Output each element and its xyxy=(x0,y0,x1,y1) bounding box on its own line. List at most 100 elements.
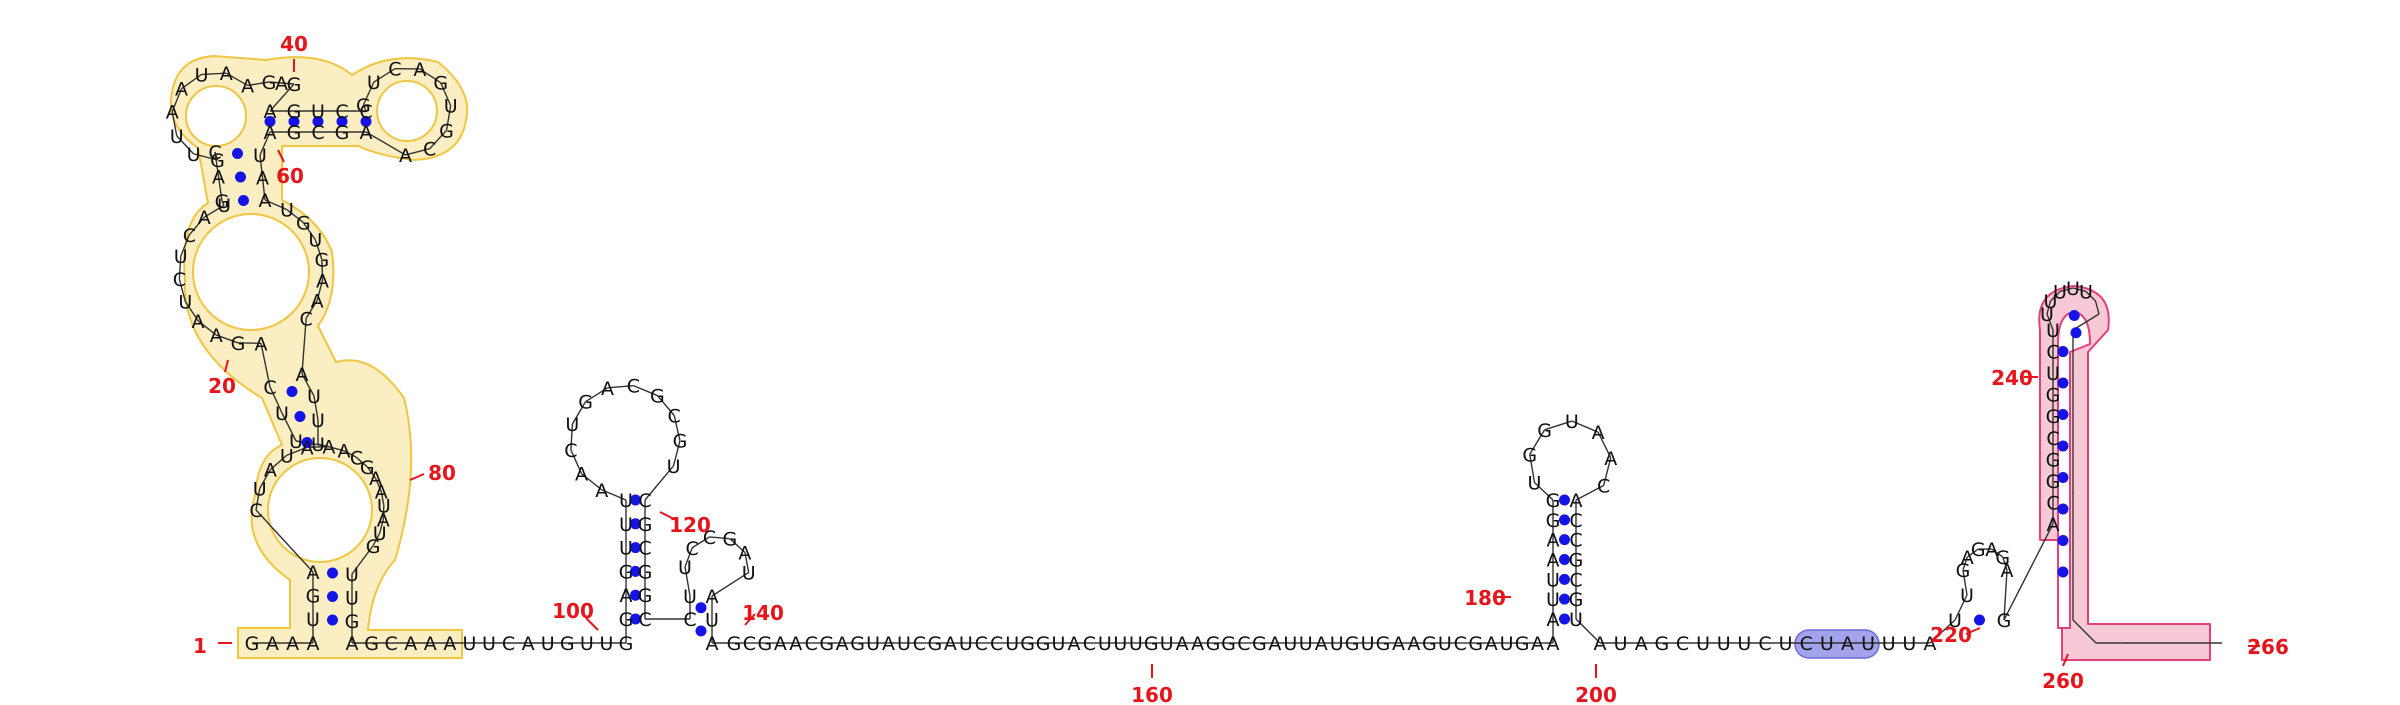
backbone-segment xyxy=(729,538,746,553)
nucleotide: U xyxy=(311,410,325,432)
nucleotide: A xyxy=(399,145,412,167)
nucleotide: G xyxy=(1515,633,1530,655)
nucleotide: C xyxy=(743,633,756,655)
nucleotide: C xyxy=(975,633,988,655)
pink-region xyxy=(2038,285,2211,661)
backbone-segment xyxy=(711,571,750,597)
nucleotide: A xyxy=(210,325,223,347)
backbone-segment xyxy=(215,334,239,344)
nucleotide: G xyxy=(560,633,575,655)
nucleotide: C xyxy=(183,225,196,247)
base-pair-dot xyxy=(1559,613,1570,625)
nucleotide: A xyxy=(166,102,179,124)
nucleotide: G xyxy=(1036,633,1051,655)
base-pair-dot xyxy=(2057,535,2069,547)
nucleotide: G xyxy=(1956,560,1971,582)
nucleotide: A xyxy=(316,270,329,292)
base-pair-dot xyxy=(1559,554,1570,565)
nucleotide: A xyxy=(307,633,320,655)
backbone-segment xyxy=(313,395,319,421)
nucleotide: U xyxy=(482,633,496,655)
backbone-segment xyxy=(570,423,574,450)
backbone-segment xyxy=(2002,556,2008,571)
backbone-segment xyxy=(2085,290,2097,302)
nucleotide: C xyxy=(388,59,401,81)
nucleotide: A xyxy=(738,542,751,564)
nucleotide: A xyxy=(337,441,350,463)
nucleotide: C xyxy=(359,101,372,123)
nucleotide: G xyxy=(1569,550,1584,572)
backbone-segment xyxy=(633,385,658,397)
nucleotide: U xyxy=(1438,633,1452,655)
nucleotide: G xyxy=(727,633,742,655)
backbone-segment xyxy=(286,446,308,456)
nucleotide: C xyxy=(263,377,276,399)
nucleotide: G xyxy=(1020,633,1035,655)
base-pair-dot xyxy=(312,116,324,127)
nucleotide: G xyxy=(315,249,330,271)
base-pair-dot xyxy=(1559,514,1570,526)
nucleotide: A xyxy=(575,464,588,486)
nucleotide: U xyxy=(1052,633,1066,655)
nucleotide: A xyxy=(1985,539,1998,561)
backbone-segment xyxy=(171,88,183,112)
nucleotide: U xyxy=(1569,609,1583,631)
nucleotide: C xyxy=(2046,428,2059,450)
nucleotide: U xyxy=(683,586,697,608)
nucleotide: A xyxy=(264,101,277,123)
backbone-segment xyxy=(372,532,381,547)
nucleotide: U xyxy=(1005,633,1019,655)
nucleotide: U xyxy=(308,230,322,252)
nucleotide: U xyxy=(2046,363,2060,385)
nucleotide: A xyxy=(944,633,957,655)
backbone-segment xyxy=(351,545,374,575)
yellow-region-loop-hole xyxy=(185,85,247,147)
base-pair-dot xyxy=(327,591,338,602)
nucleotide: G xyxy=(722,529,737,551)
backbone-segment xyxy=(601,489,627,501)
nucleotide: A xyxy=(789,633,802,655)
base-pair-dot xyxy=(294,411,306,422)
backbone-segment xyxy=(264,199,288,211)
highlight-regions xyxy=(169,55,2211,661)
nucleotide: A xyxy=(620,585,633,607)
nucleotide: U xyxy=(1330,633,1344,655)
nucleotide: U xyxy=(311,434,325,456)
nucleotide: A xyxy=(1191,633,1204,655)
yellow-region-loop-hole xyxy=(192,213,310,331)
nucleotide: A xyxy=(706,633,719,655)
nucleotide: C xyxy=(913,633,926,655)
nucleotide: U xyxy=(1882,633,1896,655)
nucleotide: C xyxy=(2046,342,2059,364)
nucleotide: A xyxy=(413,59,426,81)
backbone-segment xyxy=(429,129,448,150)
base-pair-dot xyxy=(264,116,276,127)
nucleotide: A xyxy=(1592,422,1605,444)
backbone-segment xyxy=(684,566,691,597)
nucleotide: C xyxy=(1800,633,1813,655)
position-tick xyxy=(659,511,677,521)
nucleotide: G xyxy=(1546,510,1561,532)
backbone-segment xyxy=(1529,429,1546,455)
nucleotide: G xyxy=(1971,539,1986,561)
nucleotide: U xyxy=(275,403,289,425)
nucleotide: C xyxy=(805,633,818,655)
backbone-segment xyxy=(2046,313,2054,331)
nucleotide: A xyxy=(264,122,277,144)
nucleotide: G xyxy=(364,633,379,655)
backbone-segment xyxy=(2046,300,2052,315)
nucleotide: G xyxy=(2046,471,2061,493)
nucleotide: G xyxy=(1997,610,2012,632)
nucleotide: G xyxy=(287,122,302,144)
nucleotide: A xyxy=(256,168,269,190)
backbone-segment xyxy=(2059,287,2074,293)
nucleotide: G xyxy=(210,150,225,172)
backbone-segment xyxy=(1575,484,1604,501)
backbone-segment xyxy=(225,72,248,87)
backbone-segment xyxy=(184,301,199,322)
nucleotide: A xyxy=(360,122,373,144)
backbone-segment xyxy=(673,415,681,441)
nucleotide: A xyxy=(522,633,535,655)
base-pair-dot xyxy=(2057,472,2069,484)
